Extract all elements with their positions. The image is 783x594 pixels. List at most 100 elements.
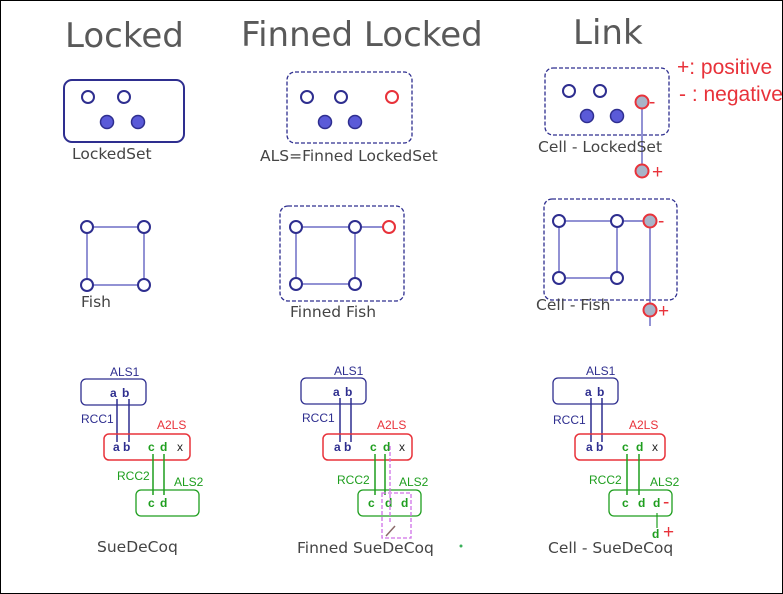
als1-box	[80, 378, 147, 406]
als2-box	[135, 489, 200, 517]
cell-b: b	[344, 440, 351, 454]
candidate-empty	[610, 214, 624, 228]
label-rcc2: RCC2	[589, 473, 622, 487]
candidate-empty	[300, 90, 314, 104]
cell-b: b	[123, 440, 130, 454]
als1-box	[300, 377, 367, 405]
candidate-empty	[289, 277, 303, 291]
cell-d: d	[160, 496, 167, 510]
caption-suedecoq: SueDeCoq	[97, 538, 178, 556]
positive-cell	[642, 302, 658, 318]
fin-box	[381, 492, 412, 539]
caption-locked-set: LockedSet	[72, 145, 152, 163]
candidate-empty	[348, 277, 362, 291]
caption-fish: Fish	[81, 293, 111, 311]
label-rcc1: RCC1	[81, 412, 114, 426]
cell-d: d	[652, 527, 659, 541]
suedecoq-diagram: ALS1 a b RCC1 A2LS a b c d x RCC2 ALS2 c…	[80, 365, 204, 517]
negative-cell	[634, 94, 650, 110]
caption-cell-suedecoq: Cell - SueDeCoq	[548, 539, 673, 557]
label-rcc2: RCC2	[337, 473, 370, 487]
finned-locked-set-diagram	[286, 71, 413, 144]
cell-x: x	[399, 440, 405, 454]
fish-grid	[558, 220, 618, 279]
cell-b: b	[597, 385, 604, 399]
locked-set-diagram	[63, 79, 185, 143]
candidate-empty	[289, 220, 303, 234]
candidate-filled	[347, 114, 363, 130]
candidate-filled	[317, 114, 333, 130]
cell-c: c	[622, 496, 629, 510]
label-a2ls: A2LS	[629, 418, 658, 432]
cell-locked-set-diagram	[544, 67, 670, 179]
cell-d: d	[385, 496, 392, 510]
candidate-empty	[562, 84, 576, 98]
candidate-empty	[137, 278, 151, 292]
locked-set-box	[544, 67, 670, 136]
header-locked: Locked	[65, 16, 184, 56]
locked-set-box	[63, 79, 185, 143]
cell-a: a	[585, 385, 592, 399]
label-rcc1: RCC1	[302, 411, 335, 425]
cell-a: a	[333, 385, 340, 399]
positive-cell	[634, 163, 650, 179]
label-als1: ALS1	[586, 364, 616, 378]
candidate-empty	[593, 84, 607, 98]
fish-box	[543, 198, 678, 301]
cell-c: c	[148, 440, 155, 454]
negative-sign: -	[663, 492, 669, 513]
finned-suedecoq-diagram: ALS1 a b RCC1 A2LS a b c d x RCC2 ALS2 c…	[300, 364, 463, 548]
candidate-empty	[348, 220, 362, 234]
cell-c: c	[148, 496, 155, 510]
candidate-empty	[80, 278, 94, 292]
finned-fish-diagram	[279, 205, 405, 302]
positive-sign: +	[652, 162, 663, 183]
cell-c: c	[622, 440, 629, 454]
cell-d: d	[383, 440, 390, 454]
candidate-empty	[552, 214, 566, 228]
cell-a: a	[334, 440, 341, 454]
a2ls-box	[322, 433, 413, 461]
legend-positive: +: positive	[677, 56, 772, 79]
label-als2: ALS2	[174, 475, 204, 489]
label-als2: ALS2	[650, 475, 680, 489]
label-rcc2: RCC2	[117, 469, 150, 483]
cell-suedecoq-diagram: ALS1 a b RCC1 A2LS a b c d x RCC2 ALS2 c…	[552, 364, 680, 543]
label-a2ls: A2LS	[157, 418, 186, 432]
label-als2: ALS2	[399, 475, 429, 489]
candidate-empty	[610, 271, 624, 285]
candidate-empty	[80, 220, 94, 234]
fish-grid	[295, 226, 356, 285]
cell-b: b	[345, 385, 352, 399]
candidate-empty	[334, 90, 348, 104]
fish-grid	[86, 226, 145, 286]
cell-b: b	[596, 440, 603, 454]
candidate-empty	[117, 90, 131, 104]
cell-fish-diagram	[543, 198, 678, 326]
negative-cell	[642, 213, 658, 229]
als2-box	[608, 489, 673, 517]
cell-x: x	[652, 440, 658, 454]
header-finned-locked: Finned Locked	[241, 15, 483, 55]
label-als1: ALS1	[334, 364, 364, 378]
cell-c: c	[370, 440, 377, 454]
label-als1: ALS1	[110, 365, 140, 379]
candidate-empty	[137, 220, 151, 234]
als1-box	[552, 377, 619, 405]
negative-sign: -	[649, 92, 655, 113]
fish-box	[279, 205, 405, 302]
candidate-filled	[609, 108, 625, 124]
a2ls-box	[103, 433, 191, 461]
candidate-filled	[579, 108, 595, 124]
candidate-filled	[130, 114, 146, 130]
cell-c: c	[368, 496, 375, 510]
positive-sign: +	[658, 301, 669, 322]
label-rcc1: RCC1	[553, 413, 586, 427]
candidate-filled	[99, 114, 115, 130]
fin-candidate	[382, 220, 396, 234]
caption-cell-fish: Cell - Fish	[536, 296, 610, 314]
caption-cell-locked-set: Cell - LockedSet	[538, 138, 662, 156]
cell-d: d	[636, 440, 643, 454]
cell-b: b	[122, 386, 129, 400]
